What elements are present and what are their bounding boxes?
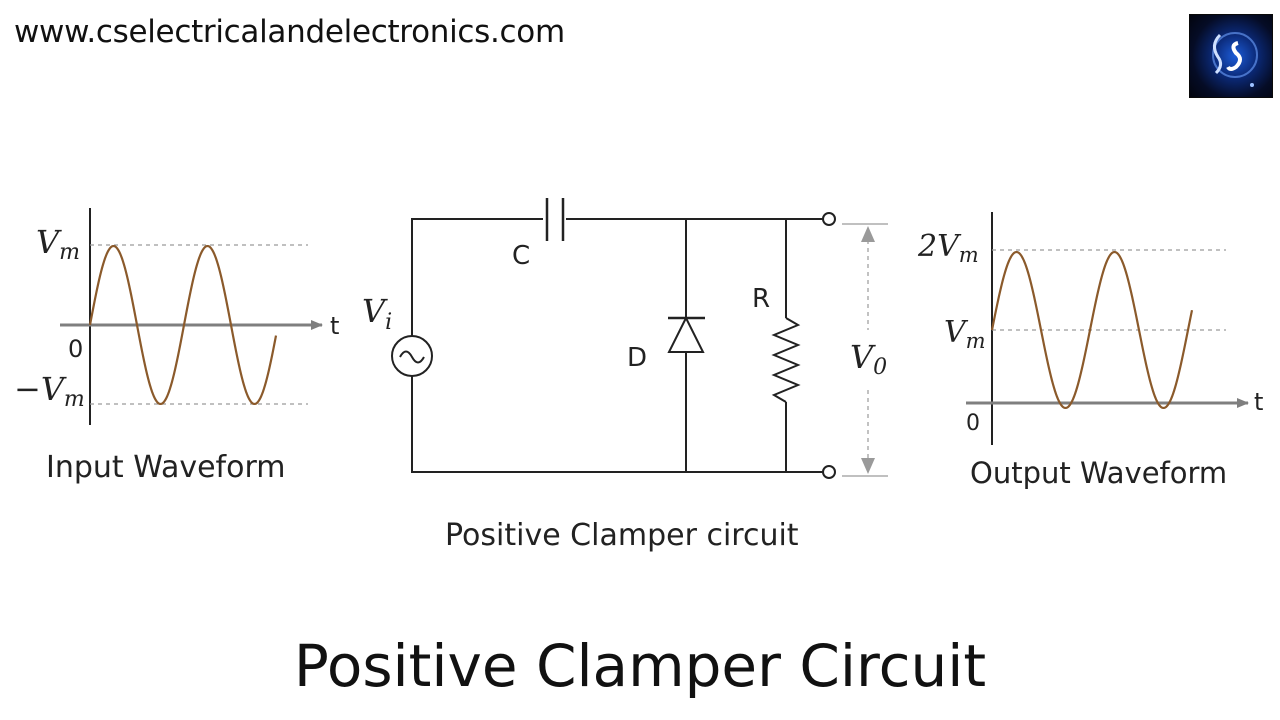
resistor-label: R	[752, 284, 770, 314]
left-wire	[411, 218, 543, 336]
capacitor-label: C	[512, 241, 530, 271]
input-voltage-label: Vi	[362, 292, 392, 335]
circuit-caption: Positive Clamper circuit	[445, 518, 799, 553]
output-t-label: t	[1254, 388, 1263, 416]
capacitor	[545, 198, 565, 241]
input-t-label: t	[330, 312, 339, 340]
output-2vm-label: 2Vm	[917, 229, 979, 267]
output-waveform-caption: Output Waveform	[970, 456, 1227, 490]
ac-source-icon	[391, 335, 433, 377]
site-logo[interactable]	[1189, 14, 1273, 98]
output-voltage-label: V0	[850, 338, 887, 380]
input-neg-vm-label: −Vm	[14, 370, 85, 412]
output-voltage-arrow	[861, 226, 875, 474]
logo-graphic	[1212, 32, 1258, 87]
website-url[interactable]: www.cselectricalandelectronics.com	[14, 14, 565, 50]
diode	[667, 219, 705, 472]
output-sine-wave	[990, 250, 1194, 410]
input-vm-label: Vm	[36, 223, 80, 265]
output-origin-label: 0	[966, 411, 980, 436]
positive-clamper-circuit: C Vi D R	[362, 198, 888, 553]
output-terminal-bottom	[822, 465, 836, 479]
input-sine-wave	[88, 244, 278, 406]
diode-label: D	[627, 343, 647, 373]
resistor	[771, 219, 801, 472]
input-waveform-caption: Input Waveform	[46, 450, 286, 485]
input-waveform: Vm −Vm 0 t Input Waveform	[14, 208, 339, 485]
input-origin-label: 0	[68, 335, 83, 363]
output-vm-label: Vm	[944, 315, 986, 353]
output-terminal-top	[822, 212, 836, 226]
page-title: Positive Clamper Circuit	[293, 632, 987, 700]
bottom-wire	[411, 376, 823, 473]
output-waveform: 2Vm Vm 0 t Output Waveform	[917, 212, 1263, 490]
